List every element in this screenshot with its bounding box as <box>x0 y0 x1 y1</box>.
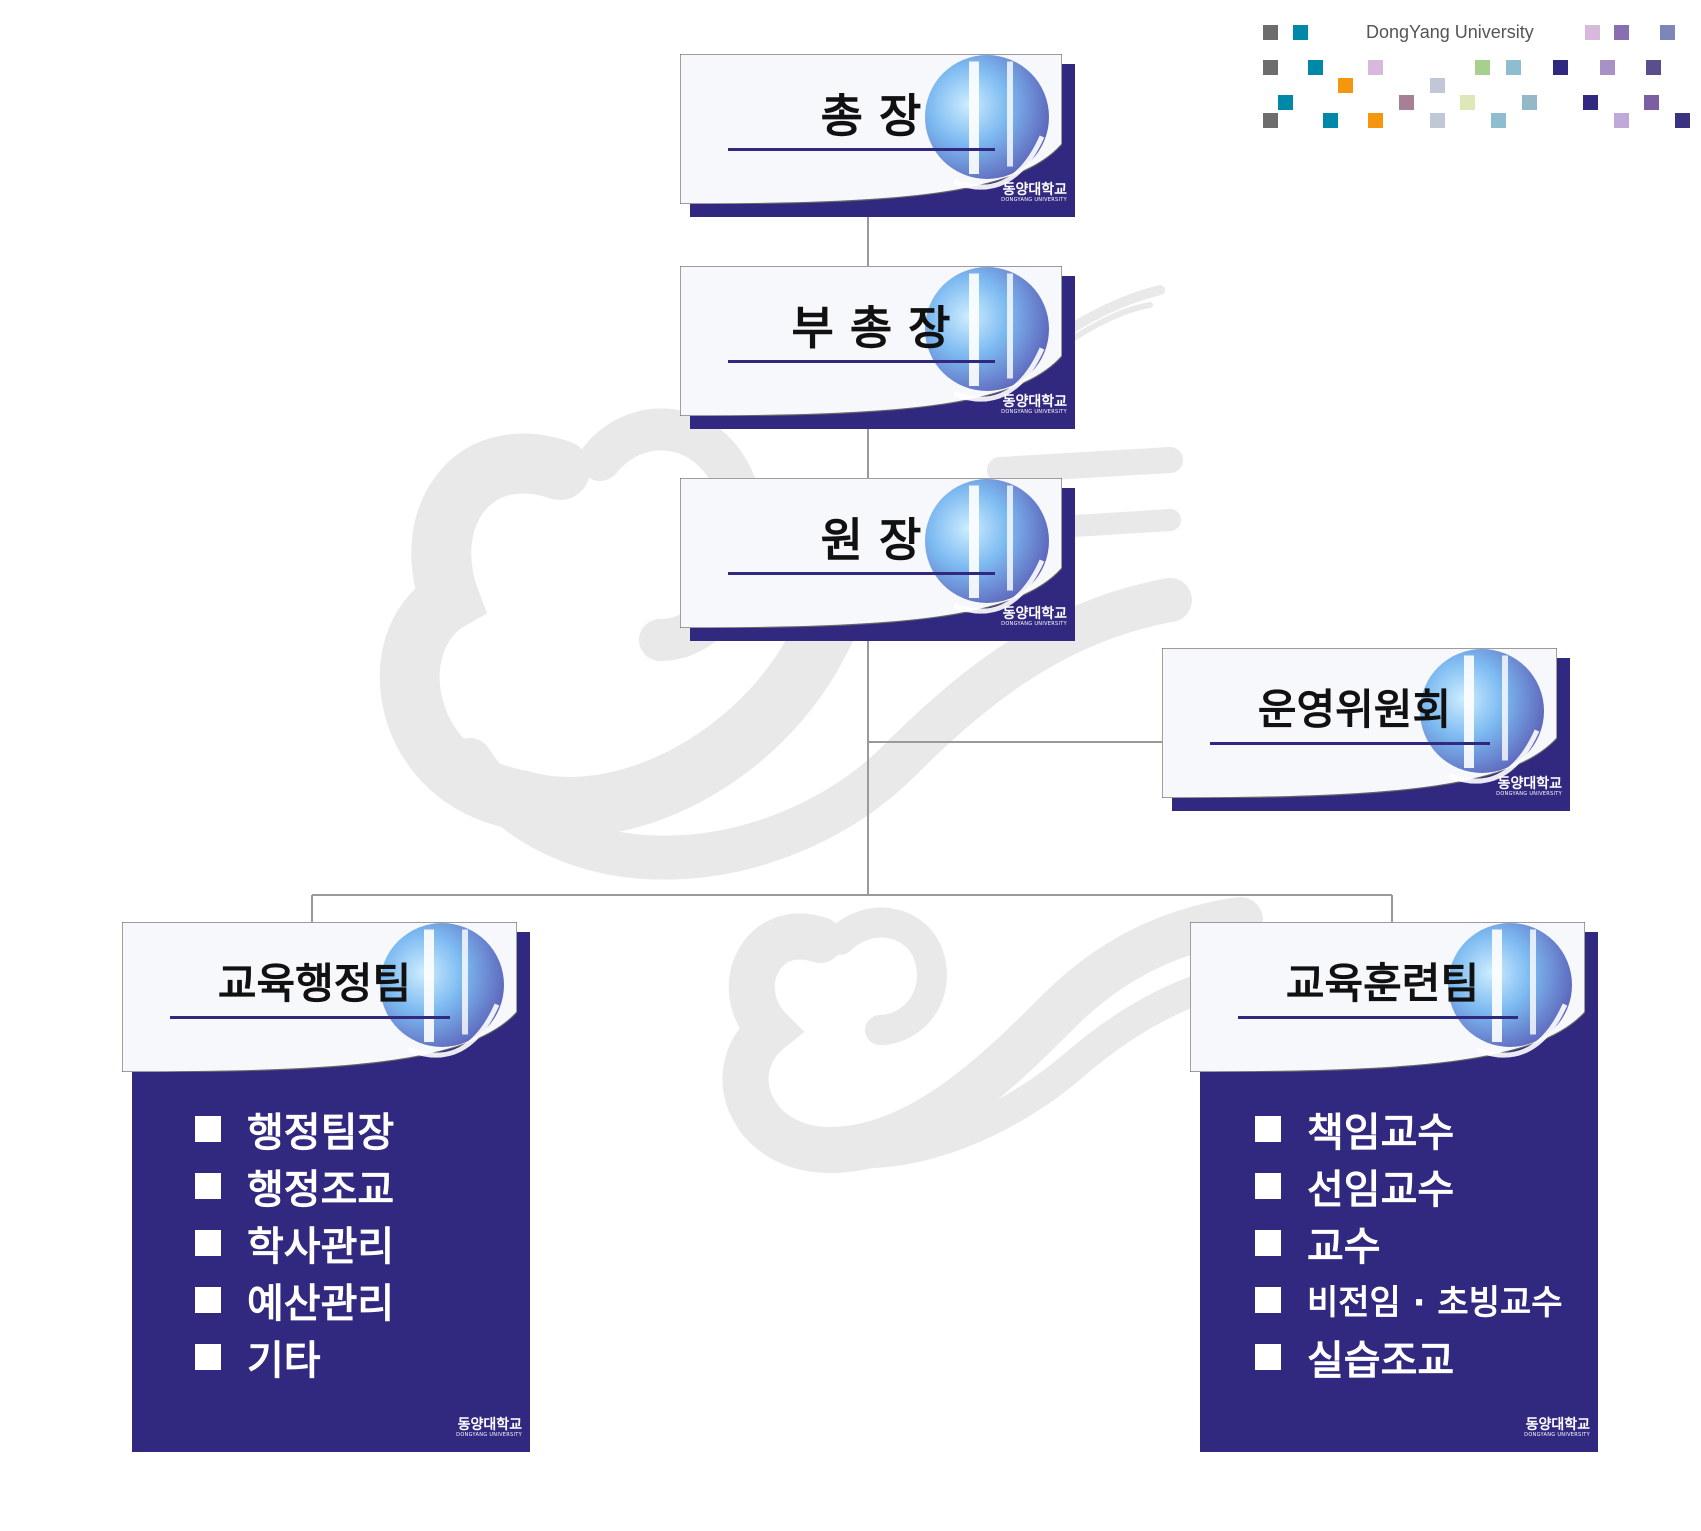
square-bullet-icon <box>195 1115 221 1142</box>
node-title: 부 총 장 <box>791 301 951 355</box>
list-item: 행정팀장 <box>195 1100 394 1157</box>
list-item: 행정조교 <box>195 1157 394 1214</box>
title-underline <box>728 572 995 575</box>
university-name-label: DongYang University <box>1366 22 1534 42</box>
card-face <box>680 266 1062 416</box>
mosaic-square <box>1644 95 1659 110</box>
logo-name: 동양대학교 <box>1497 776 1562 792</box>
logo-name: 동양대학교 <box>457 1417 522 1433</box>
mosaic-square <box>1614 113 1629 128</box>
mosaic-square <box>1368 60 1383 75</box>
mosaic-square <box>1263 113 1278 128</box>
list-item: 책임교수 <box>1255 1100 1563 1157</box>
logo-subtitle: DONGYANG UNIVERSITY <box>1496 791 1562 797</box>
mosaic-square <box>1522 95 1537 110</box>
square-bullet-icon <box>1255 1172 1281 1199</box>
mosaic-square <box>1460 95 1475 110</box>
title-underline <box>170 1016 450 1019</box>
mosaic-square <box>1583 95 1598 110</box>
node-title: 교육훈련팀 <box>1285 959 1480 1008</box>
mosaic-square <box>1323 113 1338 128</box>
title-underline <box>728 360 995 363</box>
title-underline <box>1238 1016 1518 1019</box>
mosaic-square <box>1338 78 1353 93</box>
mosaic-square <box>1368 113 1383 128</box>
node-title: 원 장 <box>820 513 922 567</box>
training-team-roles: 책임교수 선임교수 교수 비전임 · 초빙교수 실습조교 <box>1255 1100 1563 1385</box>
mosaic-square <box>1660 25 1675 40</box>
admin-team-duties: 행정팀장 행정조교 학사관리 예산관리 기타 <box>195 1100 394 1385</box>
node-title: 총 장 <box>820 89 922 143</box>
square-bullet-icon <box>1255 1115 1281 1142</box>
list-item: 기타 <box>195 1328 394 1385</box>
list-item: 비전임 · 초빙교수 <box>1255 1271 1563 1328</box>
title-underline <box>1210 742 1490 745</box>
node-title: 교육행정팀 <box>217 959 412 1008</box>
logo-subtitle: DONGYANG UNIVERSITY <box>456 1432 522 1438</box>
logo-subtitle: DONGYANG UNIVERSITY <box>1001 197 1067 203</box>
mosaic-square <box>1646 60 1661 75</box>
mosaic-square <box>1430 78 1445 93</box>
mosaic-square <box>1675 113 1690 128</box>
list-item: 선임교수 <box>1255 1157 1563 1214</box>
logo-subtitle: DONGYANG UNIVERSITY <box>1001 621 1067 627</box>
card-emblem-graphic <box>680 266 1062 416</box>
square-bullet-icon <box>1255 1229 1281 1256</box>
mosaic-square <box>1553 60 1568 75</box>
mosaic-square <box>1585 25 1600 40</box>
list-item: 실습조교 <box>1255 1328 1563 1385</box>
square-bullet-icon <box>195 1172 221 1199</box>
square-bullet-icon <box>1255 1286 1281 1313</box>
node-title: 운영위원회 <box>1257 685 1452 734</box>
mosaic-square <box>1491 113 1506 128</box>
list-item: 교수 <box>1255 1214 1563 1271</box>
list-item: 학사관리 <box>195 1214 394 1271</box>
mosaic-square <box>1614 25 1629 40</box>
mosaic-square <box>1506 60 1521 75</box>
logo-name: 동양대학교 <box>1002 394 1067 410</box>
square-bullet-icon <box>195 1343 221 1370</box>
mosaic-square <box>1263 60 1278 75</box>
list-item: 예산관리 <box>195 1271 394 1328</box>
logo-subtitle: DONGYANG UNIVERSITY <box>1001 409 1067 415</box>
square-bullet-icon <box>1255 1343 1281 1370</box>
square-bullet-icon <box>195 1229 221 1256</box>
logo-name: 동양대학교 <box>1525 1417 1590 1433</box>
mosaic-square <box>1308 60 1323 75</box>
title-underline <box>728 148 995 151</box>
mosaic-square <box>1430 113 1445 128</box>
mosaic-square <box>1399 95 1414 110</box>
mosaic-square <box>1475 60 1490 75</box>
mosaic-square <box>1600 60 1615 75</box>
mosaic-square <box>1263 25 1278 40</box>
mosaic-square <box>1278 95 1293 110</box>
logo-name: 동양대학교 <box>1002 182 1067 198</box>
logo-name: 동양대학교 <box>1002 606 1067 622</box>
mosaic-square <box>1293 25 1308 40</box>
square-bullet-icon <box>195 1286 221 1313</box>
logo-subtitle: DONGYANG UNIVERSITY <box>1524 1432 1590 1438</box>
